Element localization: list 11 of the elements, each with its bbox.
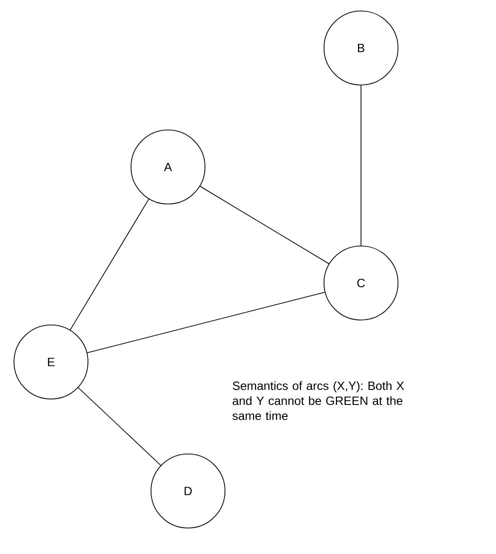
edge-line — [360, 85, 362, 246]
edge-line — [86, 292, 326, 354]
edge-line — [70, 198, 150, 330]
graph-node: C — [324, 246, 398, 320]
note-text: Semantics of arcs (X,Y): Both X and Y cannot be GREEN at the same time — [232, 381, 404, 420]
edge-line — [200, 186, 330, 264]
graph-node: A — [130, 130, 206, 204]
graph-node: E — [14, 324, 88, 400]
edge-line — [78, 387, 162, 466]
graph-node: D — [150, 454, 226, 528]
graph-node: B — [324, 10, 398, 86]
